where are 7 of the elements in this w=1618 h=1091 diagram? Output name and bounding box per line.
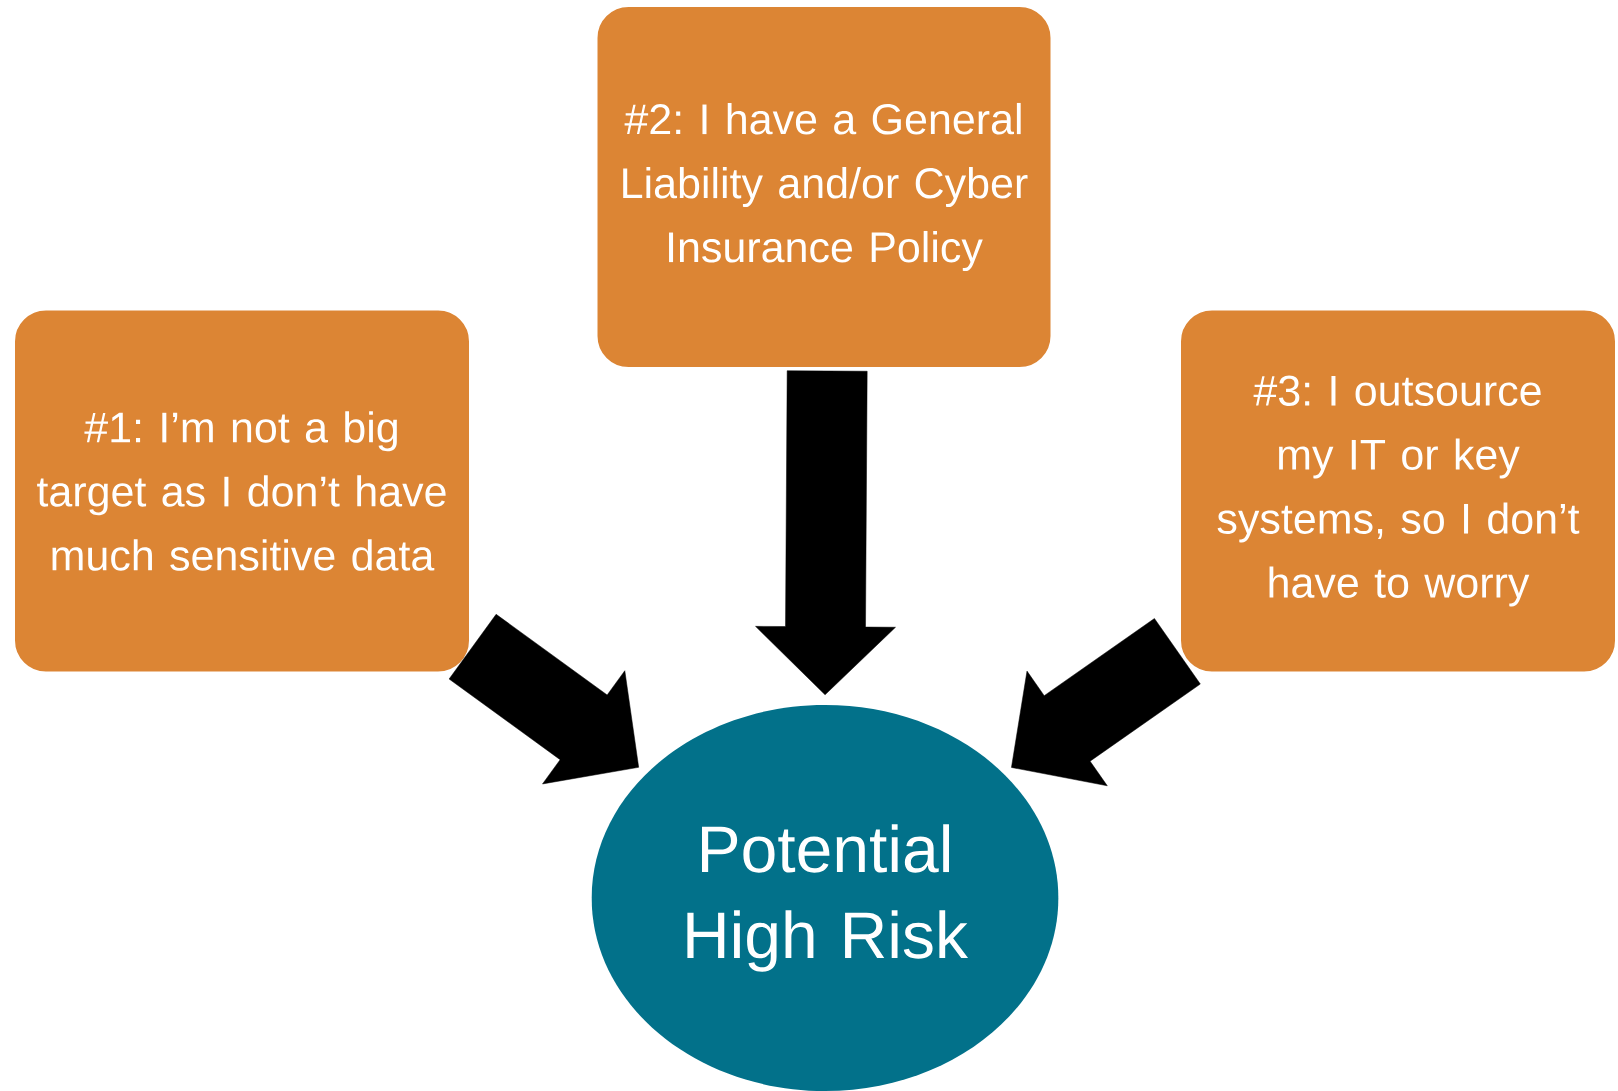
block-arrow: [448, 614, 639, 785]
process-box: #3: I outsource my IT or key systems, so I don’t have to worry: [1179, 308, 1617, 674]
process-box: #1: I’m not a big target as I don’t have much sensitive data: [13, 308, 471, 674]
ellipse-node: Potential High Risk: [591, 705, 1059, 1091]
block-arrow: [755, 370, 896, 696]
block-arrow: [1011, 618, 1201, 787]
process-box: #2: I have a General Liability and/or Cyber Insurance Policy: [595, 5, 1053, 369]
